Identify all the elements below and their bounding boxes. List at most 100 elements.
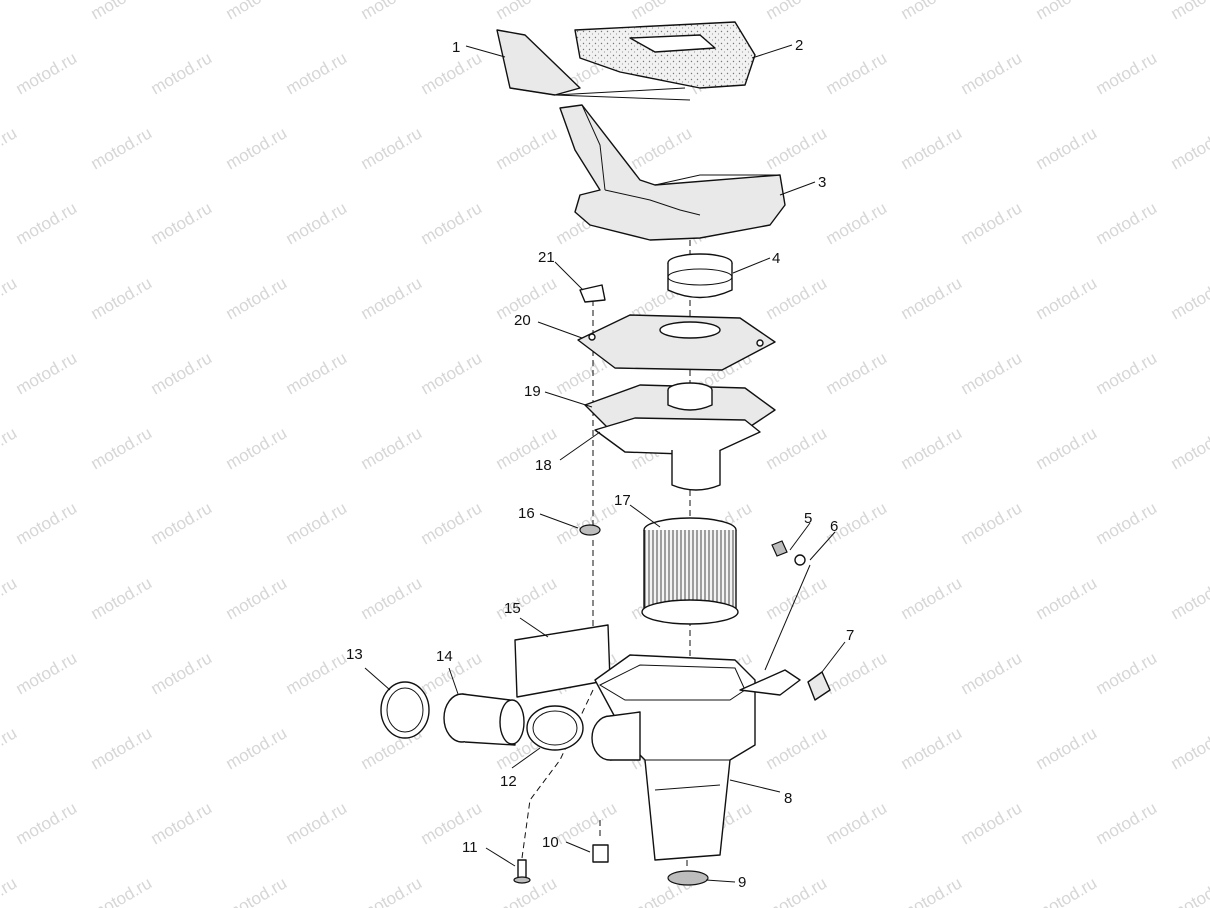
- watermark-text: motod.ru: [823, 348, 891, 398]
- callout-5: 5: [804, 510, 812, 527]
- watermark-text: motod.ru: [13, 348, 81, 398]
- watermark-text: motod.ru: [0, 123, 20, 173]
- callout-11: 11: [462, 839, 478, 856]
- callout-9: 9: [738, 874, 746, 891]
- part-1-intake-duct: [496, 29, 691, 101]
- watermark-text: motod.ru: [358, 873, 426, 908]
- watermark-text: motod.ru: [13, 798, 81, 848]
- watermark-text: motod.ru: [223, 573, 291, 623]
- watermark-text: motod.ru: [223, 423, 291, 473]
- watermark-text: motod.ru: [823, 798, 891, 848]
- watermark-text: motod.ru: [1033, 573, 1101, 623]
- watermark-text: motod.ru: [1168, 573, 1210, 623]
- watermark-text: motod.ru: [958, 48, 1026, 98]
- watermark-text: motod.ru: [898, 273, 966, 323]
- part-12-hose-clamp: [526, 705, 584, 751]
- watermark-text: motod.ru: [823, 648, 891, 698]
- callout-6: 6: [830, 518, 838, 535]
- watermark-text: motod.ru: [148, 348, 216, 398]
- part-6-washer: [794, 554, 806, 566]
- watermark-text: motod.ru: [358, 123, 426, 173]
- part-2-foam-pad: [574, 21, 756, 89]
- callout-1: 1: [452, 39, 460, 56]
- watermark-text: motod.ru: [958, 348, 1026, 398]
- watermark-text: motod.ru: [1168, 273, 1210, 323]
- callout-2: 2: [795, 37, 803, 54]
- watermark-text: motod.ru: [898, 423, 966, 473]
- callout-7: 7: [846, 627, 854, 644]
- watermark-text: motod.ru: [283, 348, 351, 398]
- watermark-text: motod.ru: [1168, 423, 1210, 473]
- watermark-text: motod.ru: [88, 423, 156, 473]
- watermark-text: motod.ru: [1093, 498, 1161, 548]
- watermark-text: motod.ru: [553, 798, 621, 848]
- callout-8: 8: [784, 790, 792, 807]
- watermark-text: motod.ru: [1168, 873, 1210, 908]
- part-15-label: [514, 624, 611, 698]
- part-16-nut: [579, 524, 601, 536]
- watermark-text: motod.ru: [1033, 273, 1101, 323]
- part-3-airbox-cover: [559, 104, 786, 241]
- watermark-text: motod.ru: [88, 0, 156, 23]
- watermark-text: motod.ru: [0, 573, 20, 623]
- callout-3: 3: [818, 174, 826, 191]
- watermark-text: motod.ru: [823, 48, 891, 98]
- watermark-text: motod.ru: [1093, 798, 1161, 848]
- watermark-text: motod.ru: [493, 0, 561, 23]
- watermark-text: motod.ru: [88, 123, 156, 173]
- watermark-text: motod.ru: [283, 648, 351, 698]
- watermark-text: motod.ru: [418, 198, 486, 248]
- watermark-text: motod.ru: [148, 48, 216, 98]
- watermark-text: motod.ru: [898, 723, 966, 773]
- watermark-text: motod.ru: [763, 423, 831, 473]
- part-20-gasket-plate: [577, 314, 776, 371]
- watermark-text: motod.ru: [1093, 348, 1161, 398]
- watermark-text: motod.ru: [418, 348, 486, 398]
- watermark-text: motod.ru: [1093, 648, 1161, 698]
- part-14-intake-boot: [443, 693, 525, 746]
- leader-lines: [364, 44, 846, 883]
- part-21-clip: [579, 284, 606, 303]
- watermark-text: motod.ru: [0, 0, 20, 23]
- callout-19: 19: [524, 383, 541, 400]
- part-9-drain-cap: [667, 870, 709, 886]
- watermark-text: motod.ru: [223, 273, 291, 323]
- watermark-text: motod.ru: [0, 423, 20, 473]
- watermark-text: motod.ru: [358, 573, 426, 623]
- part-17-air-filter: [641, 517, 739, 625]
- callout-20: 20: [514, 312, 531, 329]
- watermark-text: motod.ru: [283, 498, 351, 548]
- watermark-text: motod.ru: [763, 873, 831, 908]
- part-18-gasket: [594, 417, 761, 491]
- watermark-text: motod.ru: [148, 198, 216, 248]
- part-13-clamp: [380, 681, 430, 739]
- callout-17: 17: [614, 492, 631, 509]
- watermark-text: motod.ru: [418, 498, 486, 548]
- part-5-screw: [771, 540, 788, 557]
- watermark-text: motod.ru: [628, 0, 696, 23]
- watermark-text: motod.ru: [1033, 873, 1101, 908]
- watermark-text: motod.ru: [1033, 0, 1101, 23]
- watermark-text: motod.ru: [283, 198, 351, 248]
- callout-16: 16: [518, 505, 535, 522]
- watermark-text: motod.ru: [358, 0, 426, 23]
- watermark-text: motod.ru: [88, 873, 156, 908]
- callout-13: 13: [346, 646, 363, 663]
- callout-14: 14: [436, 648, 453, 665]
- watermark-text: motod.ru: [88, 573, 156, 623]
- watermark-text: motod.ru: [898, 573, 966, 623]
- watermark-text: motod.ru: [1033, 723, 1101, 773]
- watermark-text: motod.ru: [553, 498, 621, 548]
- watermark-text: motod.ru: [13, 48, 81, 98]
- watermark-text: motod.ru: [88, 723, 156, 773]
- part-4-coupler: [667, 253, 733, 299]
- watermark-text: motod.ru: [898, 873, 966, 908]
- watermark-text: motod.ru: [358, 423, 426, 473]
- watermark-text: motod.ru: [148, 498, 216, 548]
- watermark-text: motod.ru: [283, 798, 351, 848]
- watermark-text: motod.ru: [148, 648, 216, 698]
- watermark-text: motod.ru: [958, 498, 1026, 548]
- part-11-bolt: [513, 859, 531, 884]
- part-7-bracket: [739, 669, 831, 701]
- watermark-text: motod.ru: [763, 573, 831, 623]
